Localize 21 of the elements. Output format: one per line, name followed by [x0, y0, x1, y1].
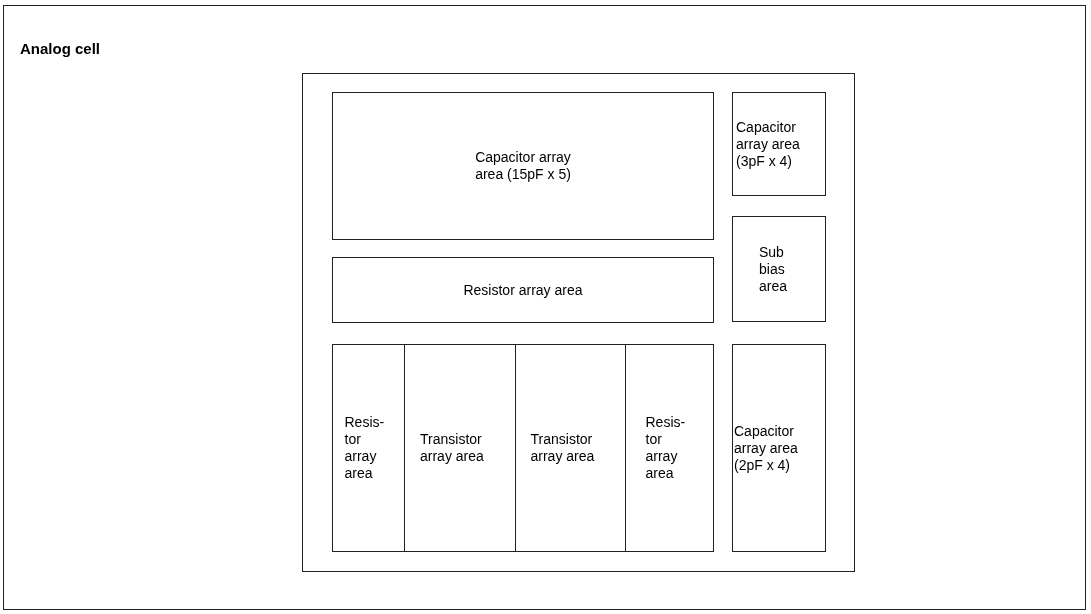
- frame: [3, 5, 1086, 610]
- title: Analog cell: [20, 39, 101, 59]
- area-label: Resis- tor array area: [645, 414, 687, 482]
- area-box: [732, 344, 826, 552]
- area-box: [332, 344, 405, 552]
- area-label: Resis- tor array area: [344, 414, 386, 482]
- area-label: Capacitor array area (2pF x 4): [734, 422, 799, 474]
- area-label: Transistor array area: [420, 431, 485, 465]
- area-box: [732, 92, 826, 196]
- area-label: Capacitor array area (3pF x 4): [736, 118, 801, 170]
- area-box: [625, 344, 714, 552]
- area-label: Capacitor array area (15pF x 5): [474, 149, 572, 183]
- area-label: Resistor array area: [462, 281, 584, 299]
- area-label: Transistor array area: [530, 431, 596, 465]
- area-box: [732, 216, 826, 322]
- area-box: [332, 92, 714, 240]
- area-box: [515, 344, 626, 552]
- area-label: Sub bias area: [759, 243, 789, 295]
- area-box: [332, 257, 714, 323]
- area-box: [404, 344, 516, 552]
- block-outline: [302, 73, 855, 572]
